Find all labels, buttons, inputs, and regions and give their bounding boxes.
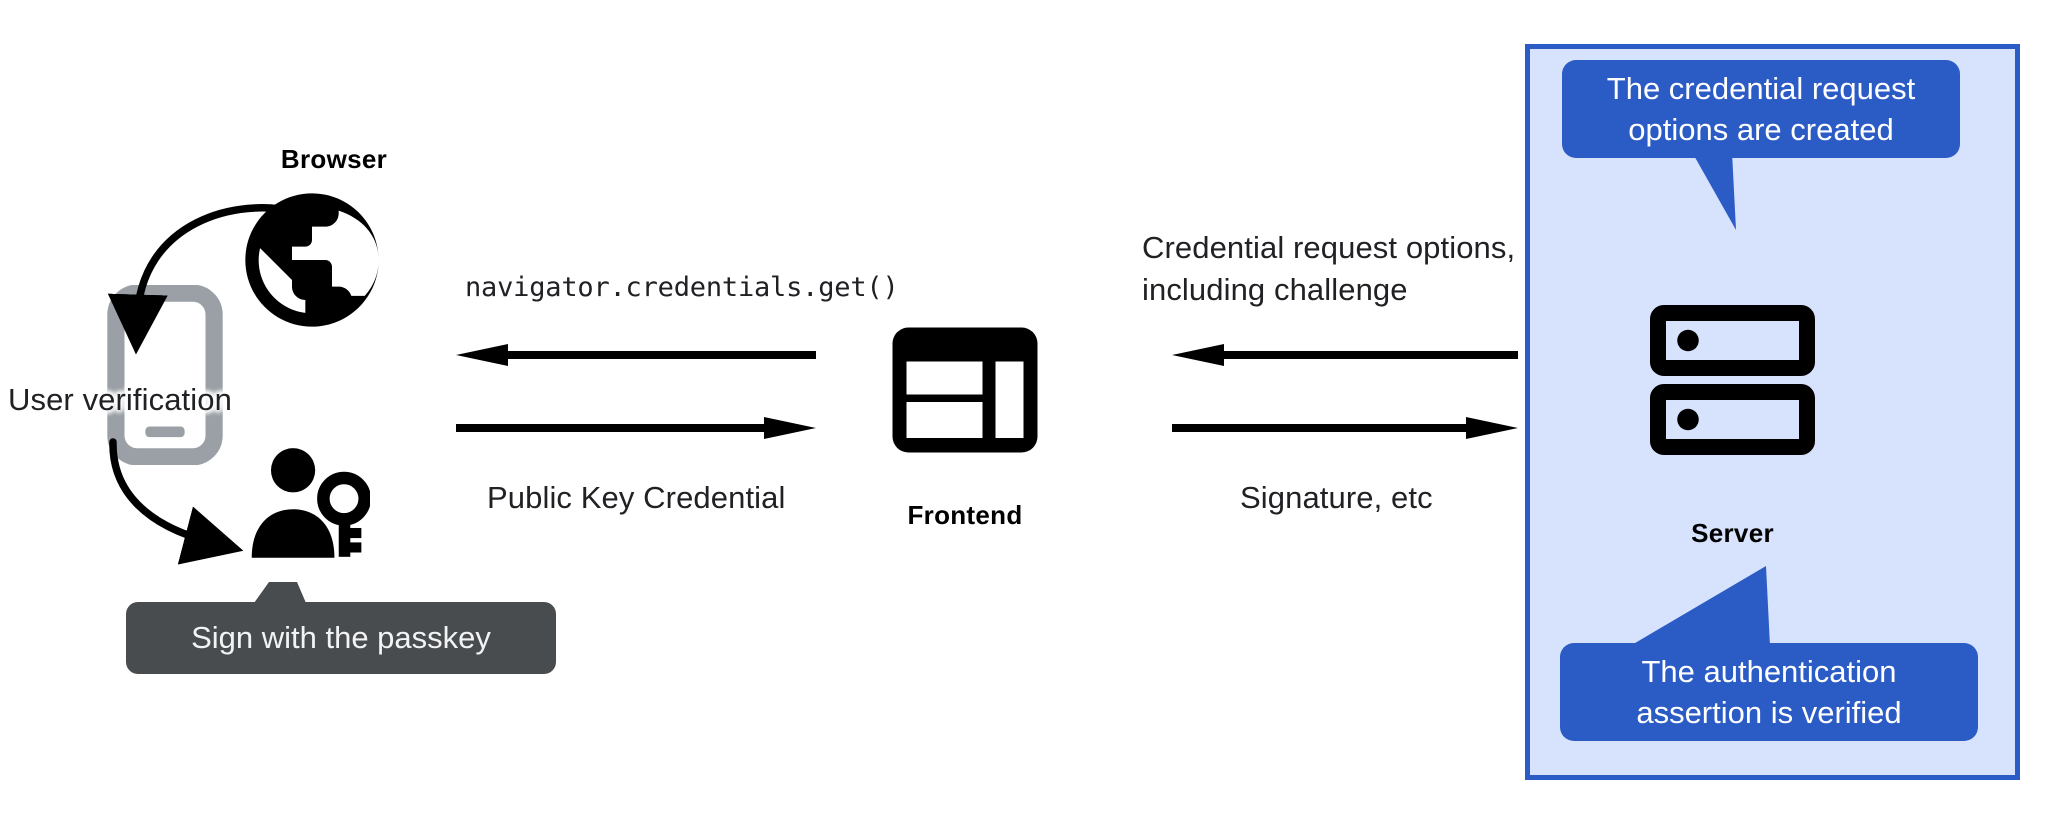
arrow-frontend-to-server [1172,417,1518,439]
browser-label: Browser [280,144,388,174]
arrow-browser-to-phone [107,204,299,355]
phone-icon [105,284,225,466]
browser-window-icon [890,325,1040,453]
public-key-credential-label: Public Key Credential [487,480,786,515]
server-label: Server [1691,518,1774,548]
arrow-browser-to-frontend [456,417,816,439]
arrow-server-to-frontend [1172,344,1518,366]
callout-assertion-verified: The authentication assertion is verified [1560,643,1978,741]
credential-request-options-label-line1: Credential request options, [1142,230,1516,265]
person-with-key-icon [245,440,371,560]
server-rack-icon [1650,305,1815,455]
tooltip-sign-with-passkey: Sign with the passkey [126,602,556,674]
frontend-label: Frontend [907,500,1023,530]
arrow-phone-to-user [109,438,244,565]
callout-credential-request-options: The credential request options are creat… [1562,60,1960,158]
credential-request-options-label-line2: including challenge [1142,272,1408,307]
arrow-frontend-to-browser [456,344,816,366]
signature-etc-label: Signature, etc [1240,480,1433,515]
user-verification-label: User verification [8,382,232,417]
globe-icon [232,180,392,340]
navigator-credentials-get-label: navigator.credentials.get() [465,272,899,303]
